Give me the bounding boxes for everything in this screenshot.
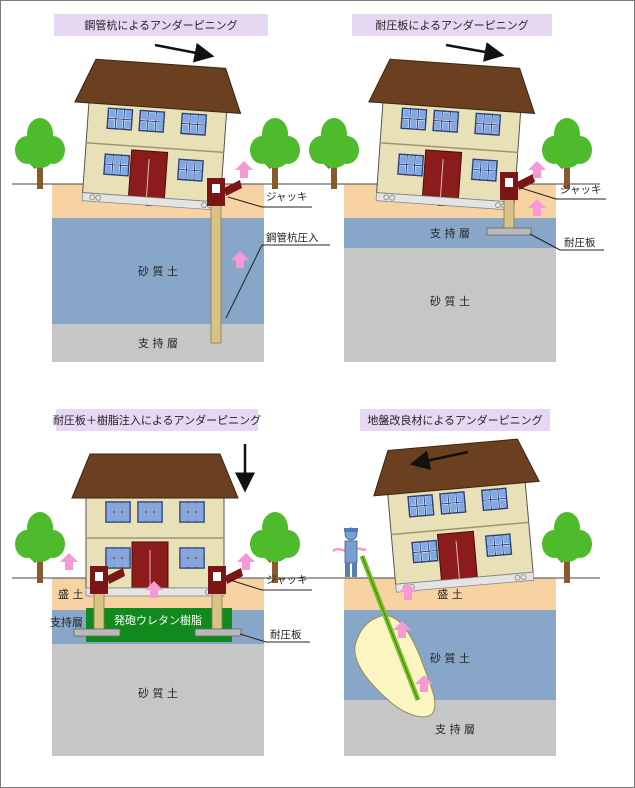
support-post	[503, 195, 515, 231]
panel-ground-improvement: 地盤改良材によるアンダーピニング 盛 土 砂 質 土 支 持 層	[306, 409, 600, 756]
bearing-layer	[344, 700, 556, 756]
layer-label: 砂 質 土	[138, 686, 178, 700]
callout-line	[225, 244, 263, 319]
callout-jack: ジャッキ	[266, 574, 307, 586]
tilt-arrow-icon	[445, 42, 505, 62]
house-icon	[370, 438, 548, 594]
pressure-plate	[194, 628, 242, 637]
up-arrow-icon	[237, 553, 255, 570]
callout-line	[520, 187, 557, 200]
panel-title-box	[54, 14, 268, 36]
tree-icon	[248, 510, 302, 585]
panel-title: 耐圧板によるアンダーピニング	[375, 18, 528, 32]
panel-title-box	[56, 409, 258, 431]
layer-label: 盛 土	[437, 587, 463, 601]
callout-line	[227, 196, 263, 208]
layer-label: 盛 土	[58, 587, 84, 601]
callout-pile: 鋼管杭圧入	[266, 231, 319, 244]
callout-jack: ジャッキ	[560, 184, 601, 196]
layer-label: 支持層	[50, 615, 83, 629]
layer-label: 支 持 層	[138, 336, 178, 350]
tree-icon	[248, 116, 302, 191]
sandy-soil-layer	[52, 644, 264, 756]
layer-label: 支 持 層	[435, 722, 475, 736]
pressure-plate	[486, 227, 532, 236]
panel-steel-pile: 鋼管杭によるアンダーピニング 盛 土 砂 質 土 支 持 層 ジャッキ 鋼管杭圧…	[12, 14, 330, 362]
injection-pipe-edge	[361, 555, 419, 701]
callout-jack: ジャッキ	[266, 191, 307, 203]
steel-pile	[210, 204, 222, 344]
panel-pressure-plate: 耐圧板によるアンダーピニング 盛 土 支 持 層 砂 質 土 ジャッキ 耐圧板	[306, 14, 606, 362]
tree-icon	[540, 116, 594, 191]
callout-plate: 耐圧板	[564, 236, 596, 249]
tilt-arrow-icon	[154, 42, 215, 63]
layer-label: 砂 質 土	[138, 264, 178, 278]
panel-title: 鋼管杭によるアンダーピニング	[84, 18, 237, 32]
up-arrow-icon	[60, 553, 78, 570]
tilt-arrow-icon	[409, 450, 469, 471]
layer-label: 砂 質 土	[430, 651, 470, 665]
tree-icon	[13, 510, 67, 585]
panel-title-box	[352, 14, 552, 36]
panel-title: 耐圧板＋樹脂注入によるアンダーピニング	[53, 413, 261, 427]
layer-label: 砂 質 土	[430, 294, 470, 308]
panel-plate-resin: 耐圧板＋樹脂注入によるアンダーピニング 盛 土 支持層 砂 質 土 発砲ウレタン…	[12, 409, 312, 756]
panel-title-box	[360, 409, 550, 431]
panel-title: 地盤改良材によるアンダーピニング	[367, 413, 542, 427]
sandy-soil-layer	[344, 248, 556, 362]
resin-label: 発砲ウレタン樹脂	[114, 613, 202, 627]
layer-label: 支 持 層	[430, 226, 470, 240]
callout-line	[239, 633, 267, 643]
callout-line	[229, 579, 263, 591]
up-arrow-icon	[235, 161, 253, 178]
tree-icon	[307, 116, 361, 191]
sandy-soil-layer	[52, 218, 264, 324]
tree-icon	[540, 510, 594, 585]
callout-line	[529, 233, 561, 251]
callout-plate: 耐圧板	[270, 628, 302, 641]
bearing-layer	[52, 324, 264, 362]
pressure-plate	[73, 628, 121, 637]
worker-icon	[332, 527, 367, 577]
tree-icon	[13, 116, 67, 191]
